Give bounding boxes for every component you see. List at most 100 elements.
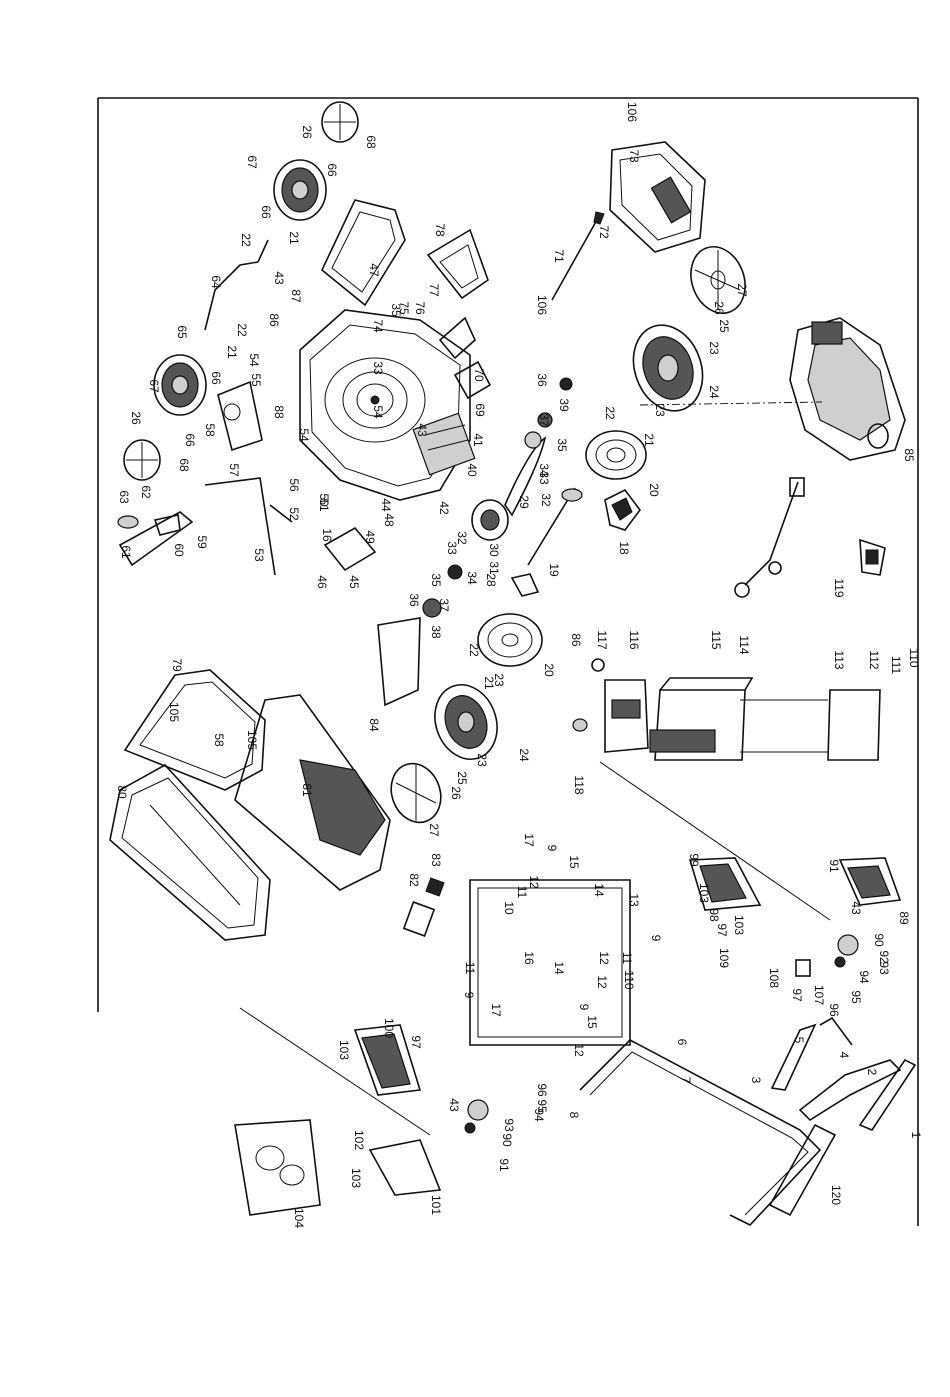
fuse-118 (572, 718, 588, 732)
part-number-label: 43 (447, 1098, 461, 1112)
part-number-label: 103 (337, 1040, 351, 1060)
part-number-label: 100 (382, 1018, 396, 1038)
part-number-label: 70 (472, 368, 486, 382)
wheel-cap-27-top (690, 246, 746, 314)
part-number-label: 20 (647, 483, 661, 497)
fuse-117 (591, 658, 605, 672)
part-number-label: 24 (707, 385, 721, 399)
control-box-100 (353, 1024, 422, 1096)
front-guard-47 (321, 199, 406, 307)
plate-82 (402, 901, 436, 937)
part-number-label: 78 (433, 223, 447, 237)
part-number-label: 26 (300, 125, 314, 139)
part-number-label: 37 (537, 413, 551, 427)
part-number-label: 66 (183, 433, 197, 447)
part-number-label: 92 (877, 950, 891, 964)
knob-107 (795, 959, 811, 977)
wheel-cap-68-top (321, 101, 359, 143)
part-number-label: 97 (715, 923, 729, 937)
part-number-label: 17 (522, 833, 536, 847)
part-number-label: 83 (429, 853, 443, 867)
part-number-label: 11 (463, 962, 477, 975)
part-number-label: 117 (595, 630, 609, 649)
part-number-label: 11 (620, 952, 634, 965)
part-number-label: 31 (487, 561, 501, 575)
part-number-label: 54 (247, 353, 261, 367)
part-number-label: 7 (679, 1077, 693, 1084)
part-number-label: 26 (712, 301, 726, 315)
part-number-label: 6 (675, 1039, 689, 1046)
part-number-label: 53 (252, 548, 266, 562)
part-number-label: 9 (649, 935, 663, 942)
part-number-label: 118 (572, 775, 586, 794)
part-number-label: 115 (709, 630, 723, 649)
deck-bracket-40 (412, 412, 476, 476)
part-number-label: 103 (697, 883, 711, 903)
part-number-label: 42 (437, 501, 451, 515)
part-number-label: 18 (617, 541, 631, 555)
part-number-label: 12 (527, 875, 541, 889)
part-number-label: 23 (653, 403, 667, 417)
part-number-label: 17 (489, 1003, 503, 1017)
part-number-label: 86 (267, 313, 281, 327)
part-number-label: 69 (473, 403, 487, 417)
belt-29 (504, 436, 547, 517)
part-number-label: 48 (382, 513, 396, 527)
part-number-label: 119 (832, 578, 846, 597)
part-number-label: 93 (502, 1118, 516, 1132)
blade-61 (117, 511, 194, 567)
part-number-label: 37 (437, 598, 451, 612)
part-number-label: 79 (170, 658, 184, 672)
part-number-label: 84 (367, 718, 381, 732)
part-number-label: 63 (117, 490, 131, 504)
part-number-label: 27 (735, 283, 749, 297)
part-number-label: 107 (812, 985, 826, 1005)
wheel-cap-68-lower (123, 439, 161, 481)
guard-78 (426, 228, 489, 300)
grip-120 (768, 1123, 837, 1217)
part-number-label: 94 (857, 970, 871, 984)
part-number-label: 13 (627, 893, 641, 907)
part-number-label: 9 (462, 992, 476, 999)
dipstick-71 (551, 211, 605, 301)
cable-99 (599, 761, 831, 921)
part-number-label: 49 (363, 530, 377, 544)
part-number-label: 86 (569, 633, 583, 647)
part-number-label: 50 (317, 493, 331, 507)
gear-assembly-36-top (524, 377, 573, 449)
part-number-label: 2 (865, 1069, 879, 1076)
part-number-label: 24 (517, 748, 531, 762)
part-number-label: 77 (427, 283, 441, 297)
part-number-label: 34 (537, 463, 551, 477)
knob-18 (604, 488, 641, 531)
part-number-label: 44 (379, 498, 393, 512)
part-number-label: 114 (737, 635, 751, 654)
indicator-83 (425, 877, 445, 897)
grip-1 (858, 1058, 917, 1131)
engine-cover-73 (609, 141, 706, 253)
part-number-label: 8 (567, 1112, 581, 1119)
cable-114 (734, 477, 805, 598)
part-number-labels: 1067372711062726252385242321222018196826… (115, 102, 923, 1228)
part-number-label: 23 (492, 673, 506, 687)
part-number-label: 12 (572, 1043, 586, 1057)
part-number-label: 72 (597, 225, 611, 239)
part-number-label: 120 (829, 1185, 843, 1205)
part-number-label: 94 (532, 1108, 546, 1122)
part-number-label: 3 (749, 1077, 763, 1084)
part-number-label: 23 (707, 341, 721, 355)
part-number-label: 95 (535, 1099, 549, 1113)
height-lever-64 (204, 239, 269, 331)
part-number-label: 71 (552, 249, 566, 263)
part-number-label: 105 (245, 730, 259, 750)
part-number-label: 82 (407, 873, 421, 887)
part-number-label: 39 (557, 398, 571, 412)
rod-53 (204, 477, 276, 576)
part-number-label: 88 (272, 405, 286, 419)
part-number-label: 108 (767, 968, 781, 988)
part-number-label: 35 (429, 573, 443, 587)
part-number-label: 89 (897, 911, 911, 925)
part-number-label: 19 (547, 563, 561, 577)
part-number-label: 57 (227, 463, 241, 477)
